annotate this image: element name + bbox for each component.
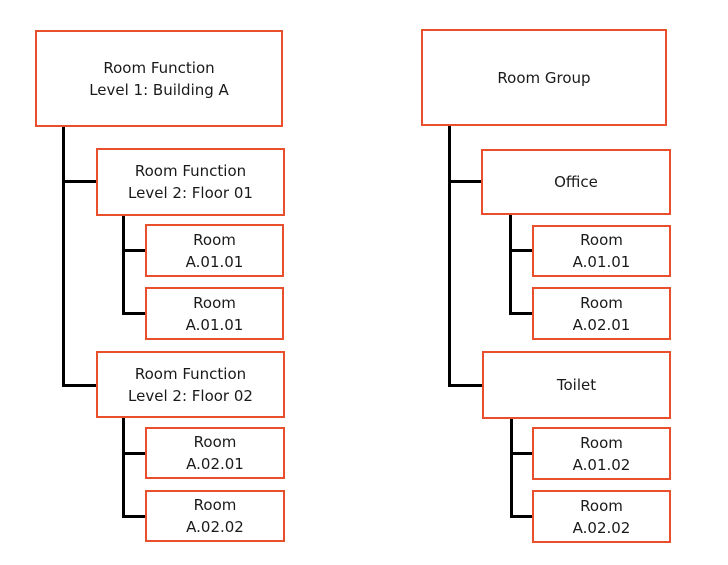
connector-office-branch-room1 bbox=[509, 249, 532, 252]
node-office-room-a0101: Room A.01.01 bbox=[532, 225, 671, 277]
node-floor01-room-a0101-second: Room A.01.01 bbox=[145, 287, 284, 340]
connector-toilet-vertical bbox=[510, 419, 513, 518]
node-group-toilet: Toilet bbox=[482, 351, 671, 419]
node-room-function-level2-floor01: Room Function Level 2: Floor 01 bbox=[96, 148, 285, 216]
connector-right-branch-office bbox=[448, 180, 481, 183]
connector-toilet-branch-room1 bbox=[510, 452, 532, 455]
connector-floor02-branch-room1 bbox=[122, 452, 145, 455]
connector-floor02-vertical bbox=[122, 418, 125, 518]
node-floor02-room-a0202: Room A.02.02 bbox=[145, 490, 285, 542]
connector-toilet-branch-room2 bbox=[510, 515, 532, 518]
node-group-office: Office bbox=[481, 149, 671, 215]
connector-office-branch-room2 bbox=[509, 312, 532, 315]
node-toilet-room-a0202: Room A.02.02 bbox=[532, 490, 671, 543]
node-room-group: Room Group bbox=[421, 29, 667, 126]
connector-office-vertical bbox=[509, 215, 512, 315]
connector-left-root-vertical bbox=[62, 127, 65, 387]
node-office-room-a0201: Room A.02.01 bbox=[532, 287, 671, 340]
node-room-function-level1-building-a: Room Function Level 1: Building A bbox=[35, 30, 283, 127]
connector-floor02-branch-room2 bbox=[122, 515, 145, 518]
connector-left-branch-floor02 bbox=[62, 384, 96, 387]
connector-right-branch-toilet bbox=[448, 384, 482, 387]
node-floor02-room-a0201: Room A.02.01 bbox=[145, 427, 285, 479]
connector-floor01-branch-room1 bbox=[122, 249, 145, 252]
connector-floor01-branch-room2 bbox=[122, 312, 145, 315]
connector-right-root-vertical bbox=[448, 126, 451, 387]
connector-floor01-vertical bbox=[122, 216, 125, 315]
node-floor01-room-a0101-first: Room A.01.01 bbox=[145, 224, 284, 277]
node-room-function-level2-floor02: Room Function Level 2: Floor 02 bbox=[96, 351, 285, 418]
node-toilet-room-a0102: Room A.01.02 bbox=[532, 427, 671, 480]
connector-left-branch-floor01 bbox=[62, 180, 96, 183]
